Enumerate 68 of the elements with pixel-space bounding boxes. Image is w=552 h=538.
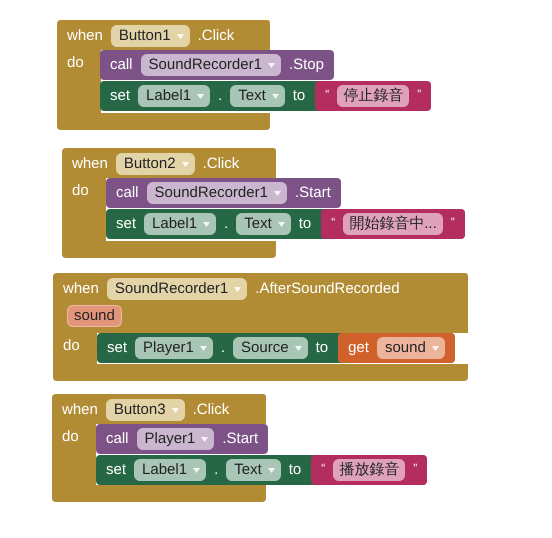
block-keyword: when (67, 26, 103, 46)
dropdown-field: Button3 (106, 399, 185, 421)
set-block (100, 81, 432, 111)
block-keyword: do (67, 54, 84, 71)
block-keyword: to (288, 460, 302, 480)
dot-separator: . (220, 338, 226, 358)
dropdown-field: sound (376, 337, 445, 359)
dropdown-field: Button1 (110, 25, 190, 47)
set-block (97, 333, 455, 363)
quote-mark: “ (331, 214, 336, 231)
method-name: .Start (222, 428, 258, 449)
block-keyword: call (106, 428, 129, 449)
dot-separator: . (214, 460, 218, 480)
parameter-chip: sound (67, 305, 122, 327)
block-keyword: call (110, 54, 133, 75)
dot-separator: . (224, 214, 228, 234)
dropdown-field: Label1 (144, 213, 216, 235)
text-block (311, 455, 428, 485)
string-field: 開始錄音中... (343, 213, 443, 235)
block-keyword: do (62, 428, 79, 445)
method-name: .Click (202, 154, 240, 174)
block-keyword: when (63, 278, 99, 299)
dot-separator: . (218, 86, 222, 106)
text-block (315, 81, 432, 111)
call-block (96, 424, 268, 454)
call-block (100, 50, 334, 80)
dropdown-field: Text (230, 85, 285, 107)
set-block (106, 209, 465, 239)
dropdown-field: SoundRecorder1 (140, 54, 281, 76)
text-block (321, 209, 465, 239)
dropdown-field: SoundRecorder1 (106, 278, 248, 300)
block-keyword: to (316, 338, 328, 358)
dropdown-field: Button2 (116, 153, 195, 175)
dropdown-field: Label1 (134, 459, 206, 481)
string-field: 播放錄音 (333, 459, 406, 481)
block-keyword: set (107, 338, 128, 358)
quote-mark: ” (413, 460, 418, 477)
block-keyword: set (106, 460, 126, 480)
block-keyword: set (110, 86, 130, 106)
get-block (338, 333, 455, 363)
dropdown-field: Player1 (135, 337, 213, 359)
quote-mark: “ (321, 460, 326, 477)
block-keyword: get (348, 338, 369, 358)
block-keyword: when (72, 154, 108, 174)
method-name: .Click (192, 400, 230, 420)
method-name: .Start (294, 182, 331, 203)
dropdown-field: SoundRecorder1 (146, 182, 287, 204)
method-name: .Stop (288, 54, 324, 75)
block-keyword: to (298, 214, 312, 234)
dropdown-field: Text (226, 459, 281, 481)
block-keyword: set (116, 214, 136, 234)
dropdown-field: Player1 (136, 428, 214, 450)
block-keyword: call (116, 182, 139, 203)
quote-mark: ” (417, 86, 422, 103)
string-field: 停止錄音 (337, 85, 410, 107)
quote-mark: ” (450, 214, 455, 231)
dropdown-field: Label1 (138, 85, 210, 107)
block-keyword: to (292, 86, 306, 106)
method-name: .AfterSoundRecorded (255, 278, 400, 299)
block-keyword: when (62, 400, 98, 420)
quote-mark: “ (325, 86, 330, 103)
block-keyword: do (63, 337, 80, 354)
dropdown-field: Text (236, 213, 291, 235)
call-block (106, 178, 341, 208)
method-name: .Click (198, 26, 234, 46)
block-keyword: do (72, 182, 89, 199)
dropdown-field: Source (233, 337, 308, 359)
set-block (96, 455, 428, 485)
